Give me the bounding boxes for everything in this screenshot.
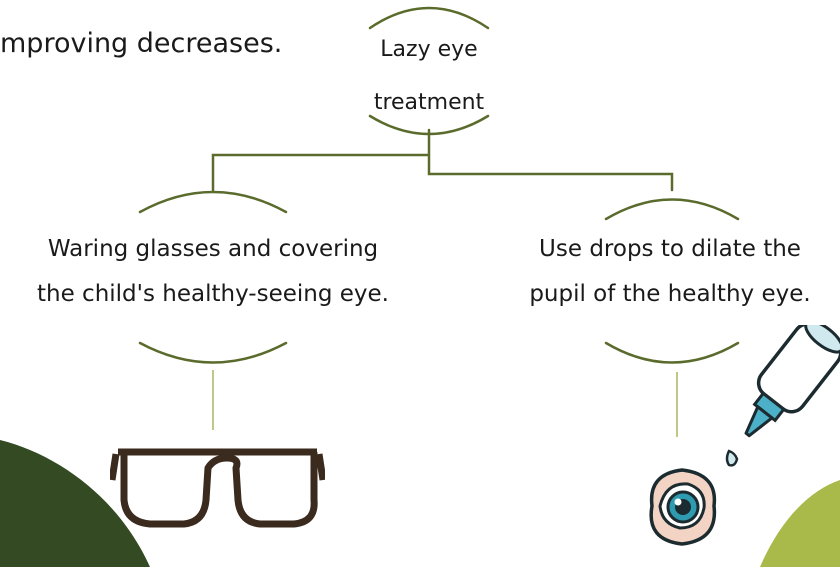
root-top-arc	[368, 6, 490, 30]
left-node: Waring glasses and covering the child's …	[0, 229, 426, 314]
left-top-arc	[138, 190, 288, 214]
right-node-line1: Use drops to dilate the	[539, 236, 801, 262]
tree-branch-lines	[211, 128, 674, 192]
right-top-arc	[604, 198, 740, 221]
left-bottom-arc	[138, 341, 288, 364]
left-node-line1: Waring glasses and covering	[47, 236, 379, 262]
root-label-line1: Lazy eye	[380, 37, 478, 62]
right-bottom-arc	[604, 341, 740, 364]
eye-dropper-icon	[725, 325, 840, 467]
dark-green-blob	[0, 440, 150, 567]
root-node: Lazy eye treatment	[354, 31, 504, 121]
partial-top-text: mproving decreases.	[0, 28, 283, 59]
eye-icon	[649, 468, 717, 546]
light-green-blob	[760, 480, 840, 567]
right-node: Use drops to dilate the pupil of the hea…	[500, 229, 840, 314]
glasses-icon	[110, 448, 325, 528]
left-node-line2: the child's healthy-seeing eye.	[37, 281, 389, 307]
root-label-line2: treatment	[373, 90, 485, 115]
right-node-line2: pupil of the healthy eye.	[529, 281, 811, 307]
